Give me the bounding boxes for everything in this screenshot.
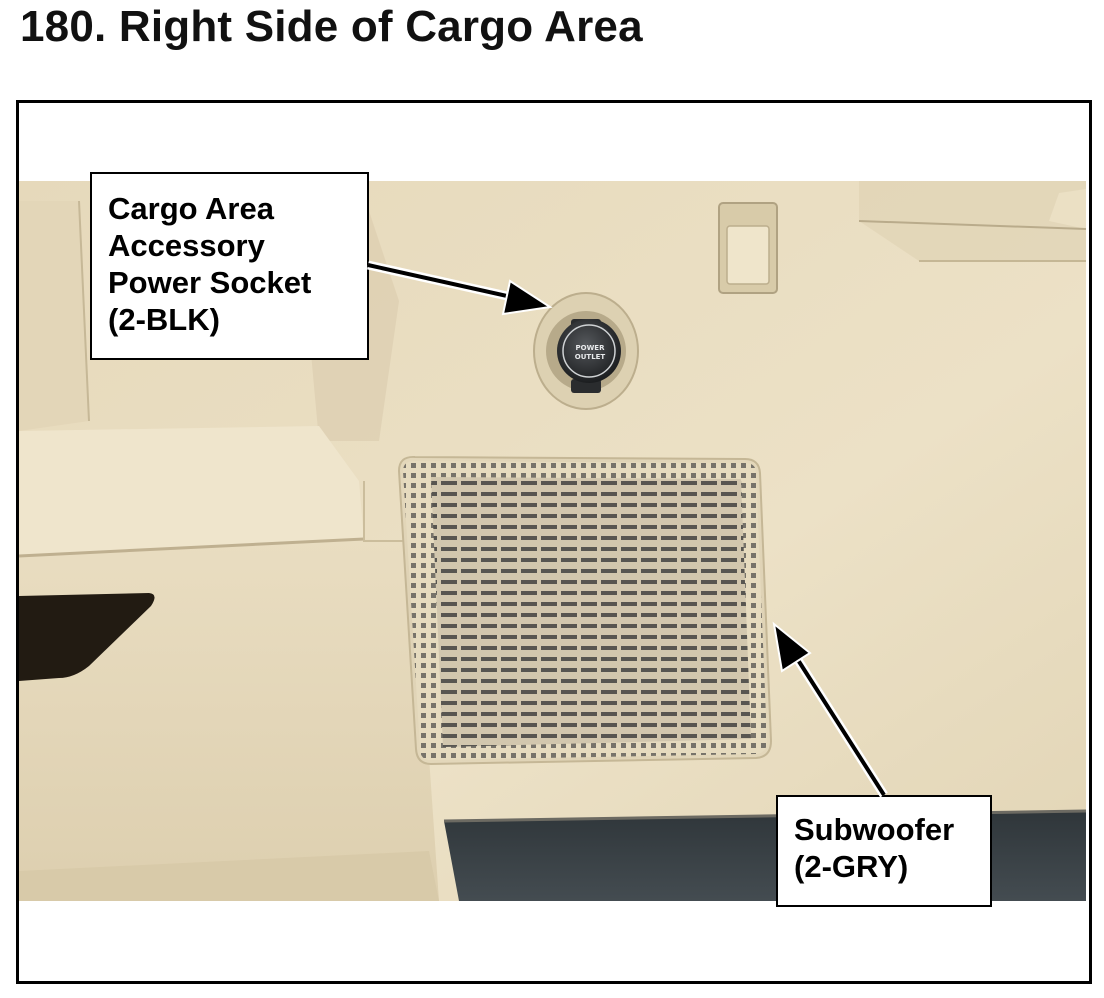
outlet-cap-text-1: POWER bbox=[576, 344, 606, 352]
power-socket-label-line-4: (2-BLK) bbox=[108, 302, 220, 337]
power-socket-label-line-2: Accessory bbox=[108, 228, 265, 263]
subwoofer-label-line-2: (2-GRY) bbox=[794, 849, 909, 884]
page-title: 180. Right Side of Cargo Area bbox=[20, 2, 643, 51]
power-socket-callout: Cargo Area Accessory Power Socket (2-BLK… bbox=[90, 172, 369, 360]
subwoofer-label-line-1: Subwoofer bbox=[794, 812, 955, 847]
power-socket-label-line-3: Power Socket bbox=[108, 265, 312, 300]
power-socket-label-line-1: Cargo Area bbox=[108, 191, 274, 226]
subwoofer-callout: Subwoofer (2-GRY) bbox=[776, 795, 992, 907]
outlet-cap-text-2: OUTLET bbox=[575, 353, 606, 361]
